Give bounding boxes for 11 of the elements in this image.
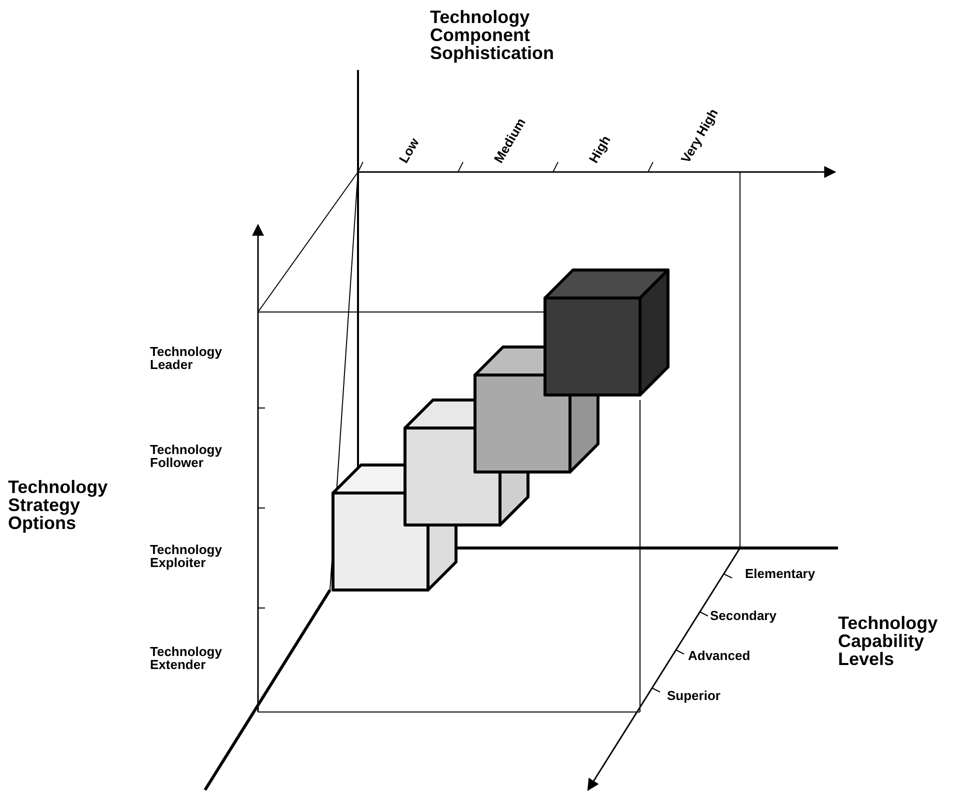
axis-title: Technology Strategy Options <box>8 478 109 532</box>
tick-label: Superior <box>667 689 722 702</box>
tick-label: Technology Extender <box>150 645 223 671</box>
axis-title: Technology Capability Levels <box>838 614 939 668</box>
tick-label: Secondary <box>710 609 778 622</box>
tick-label: Technology Follower <box>150 443 223 469</box>
tick-label: Technology Leader <box>150 345 223 371</box>
axis-title: Technology Component Sophistication <box>430 8 556 62</box>
tick-label: Advanced <box>688 649 752 662</box>
tick-label: Elementary <box>745 567 816 580</box>
tick-label: Technology Exploiter <box>150 543 223 569</box>
